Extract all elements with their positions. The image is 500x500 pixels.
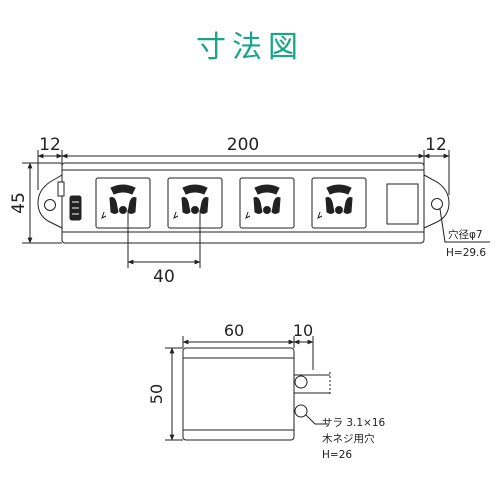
- side-view: [165, 336, 331, 441]
- upper-screw-hole: [294, 375, 308, 389]
- outlet-4: [311, 177, 367, 229]
- outlet-1: [95, 177, 151, 229]
- right-mount-ear: [423, 174, 450, 229]
- outlet-2: [167, 177, 223, 229]
- dim-pitch-label: 40: [153, 267, 175, 287]
- dim-right-label: 12: [425, 135, 447, 155]
- screw-leader: [305, 414, 328, 425]
- hole-leader: [439, 208, 490, 243]
- cable-exit: [57, 181, 65, 197]
- left-mount-ear: [37, 174, 63, 229]
- hole-note-diameter: 穴径φ7: [448, 228, 483, 241]
- dim-total-label: 200: [227, 135, 259, 155]
- top-view: [22, 150, 490, 268]
- side-body: [182, 347, 295, 441]
- screw-note-size: サラ 3.1×16: [322, 417, 386, 429]
- dim-left-label: 12: [39, 135, 61, 155]
- outlet-3: [239, 177, 295, 229]
- dim-height-label: 45: [9, 192, 29, 214]
- page-title: 寸法図: [196, 30, 304, 65]
- left-mount-hole: [44, 199, 56, 211]
- screw-note-purpose: 木ネジ用穴: [322, 432, 375, 445]
- switch: [386, 183, 419, 225]
- side-dim-plug-label: 10: [293, 321, 313, 340]
- screw-note-height: H=26: [322, 449, 352, 461]
- hole-note-height: H=29.6: [446, 247, 486, 259]
- side-dim-height-label: 50: [147, 384, 166, 404]
- right-mount-hole: [431, 198, 443, 210]
- lower-screw-hole: [294, 404, 308, 418]
- side-dim-width-label: 60: [224, 321, 244, 340]
